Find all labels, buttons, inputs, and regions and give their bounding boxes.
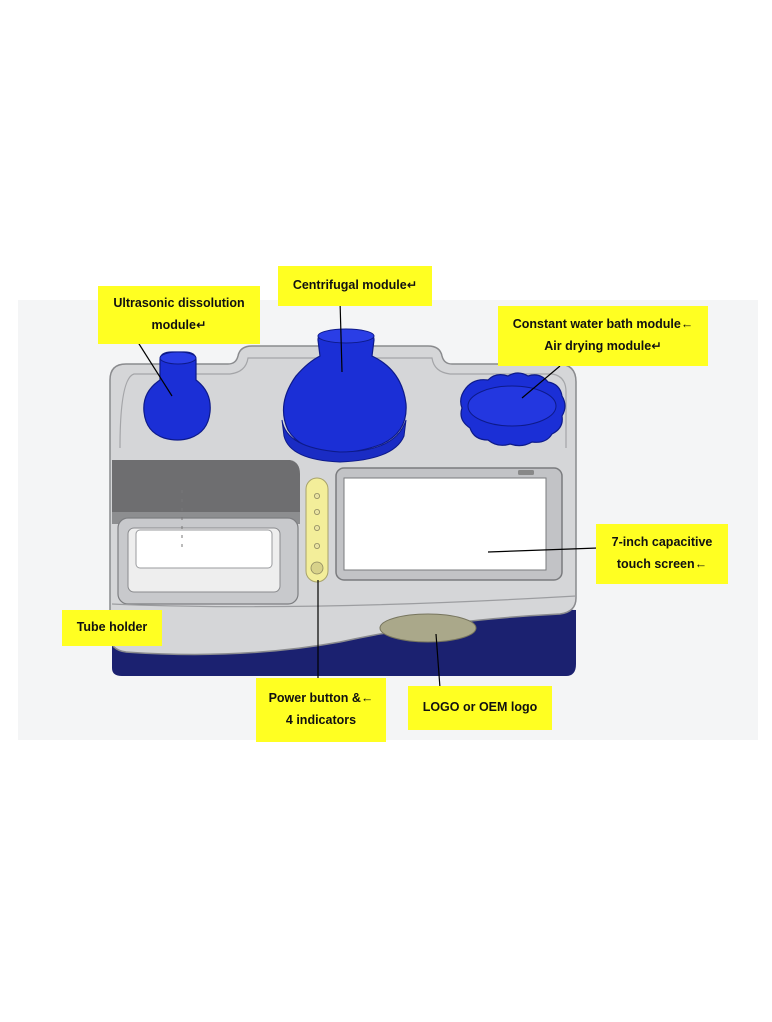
callout-water-bath: Constant water bath module← Air drying m… <box>498 306 708 366</box>
touch-screen <box>343 477 547 571</box>
indicator-led-3 <box>313 525 320 532</box>
leader-centrifugal <box>339 299 343 373</box>
indicator-led-4 <box>313 543 320 550</box>
callout-logo: LOGO or OEM logo <box>408 686 552 730</box>
leader-ultrasonic <box>133 335 173 397</box>
indicator-led-1 <box>313 492 320 499</box>
leader-logo <box>435 633 441 689</box>
power-button <box>310 561 324 575</box>
tube-cylinder <box>135 529 273 569</box>
leader-water-bath <box>521 365 561 399</box>
callout-power: Power button &← 4 indicators <box>256 678 386 742</box>
callout-tube-holder: Tube holder <box>62 610 162 646</box>
callout-centrifugal: Centrifugal module↵ <box>278 266 432 306</box>
centrifugal-module <box>281 328 407 463</box>
ultrasonic-module <box>143 351 211 441</box>
callout-screen: 7-inch capacitive touch screen← <box>596 524 728 584</box>
front-dark-band <box>112 460 300 512</box>
front-edge <box>111 595 577 608</box>
logo-plate <box>379 613 477 643</box>
body-rim <box>119 357 567 449</box>
water-bath-module <box>460 372 566 447</box>
screen-sensor <box>518 470 534 475</box>
leader-screen <box>487 547 599 553</box>
indicator-led-2 <box>313 508 320 515</box>
callout-ultrasonic: Ultrasonic dissolution module↵ <box>98 286 260 344</box>
